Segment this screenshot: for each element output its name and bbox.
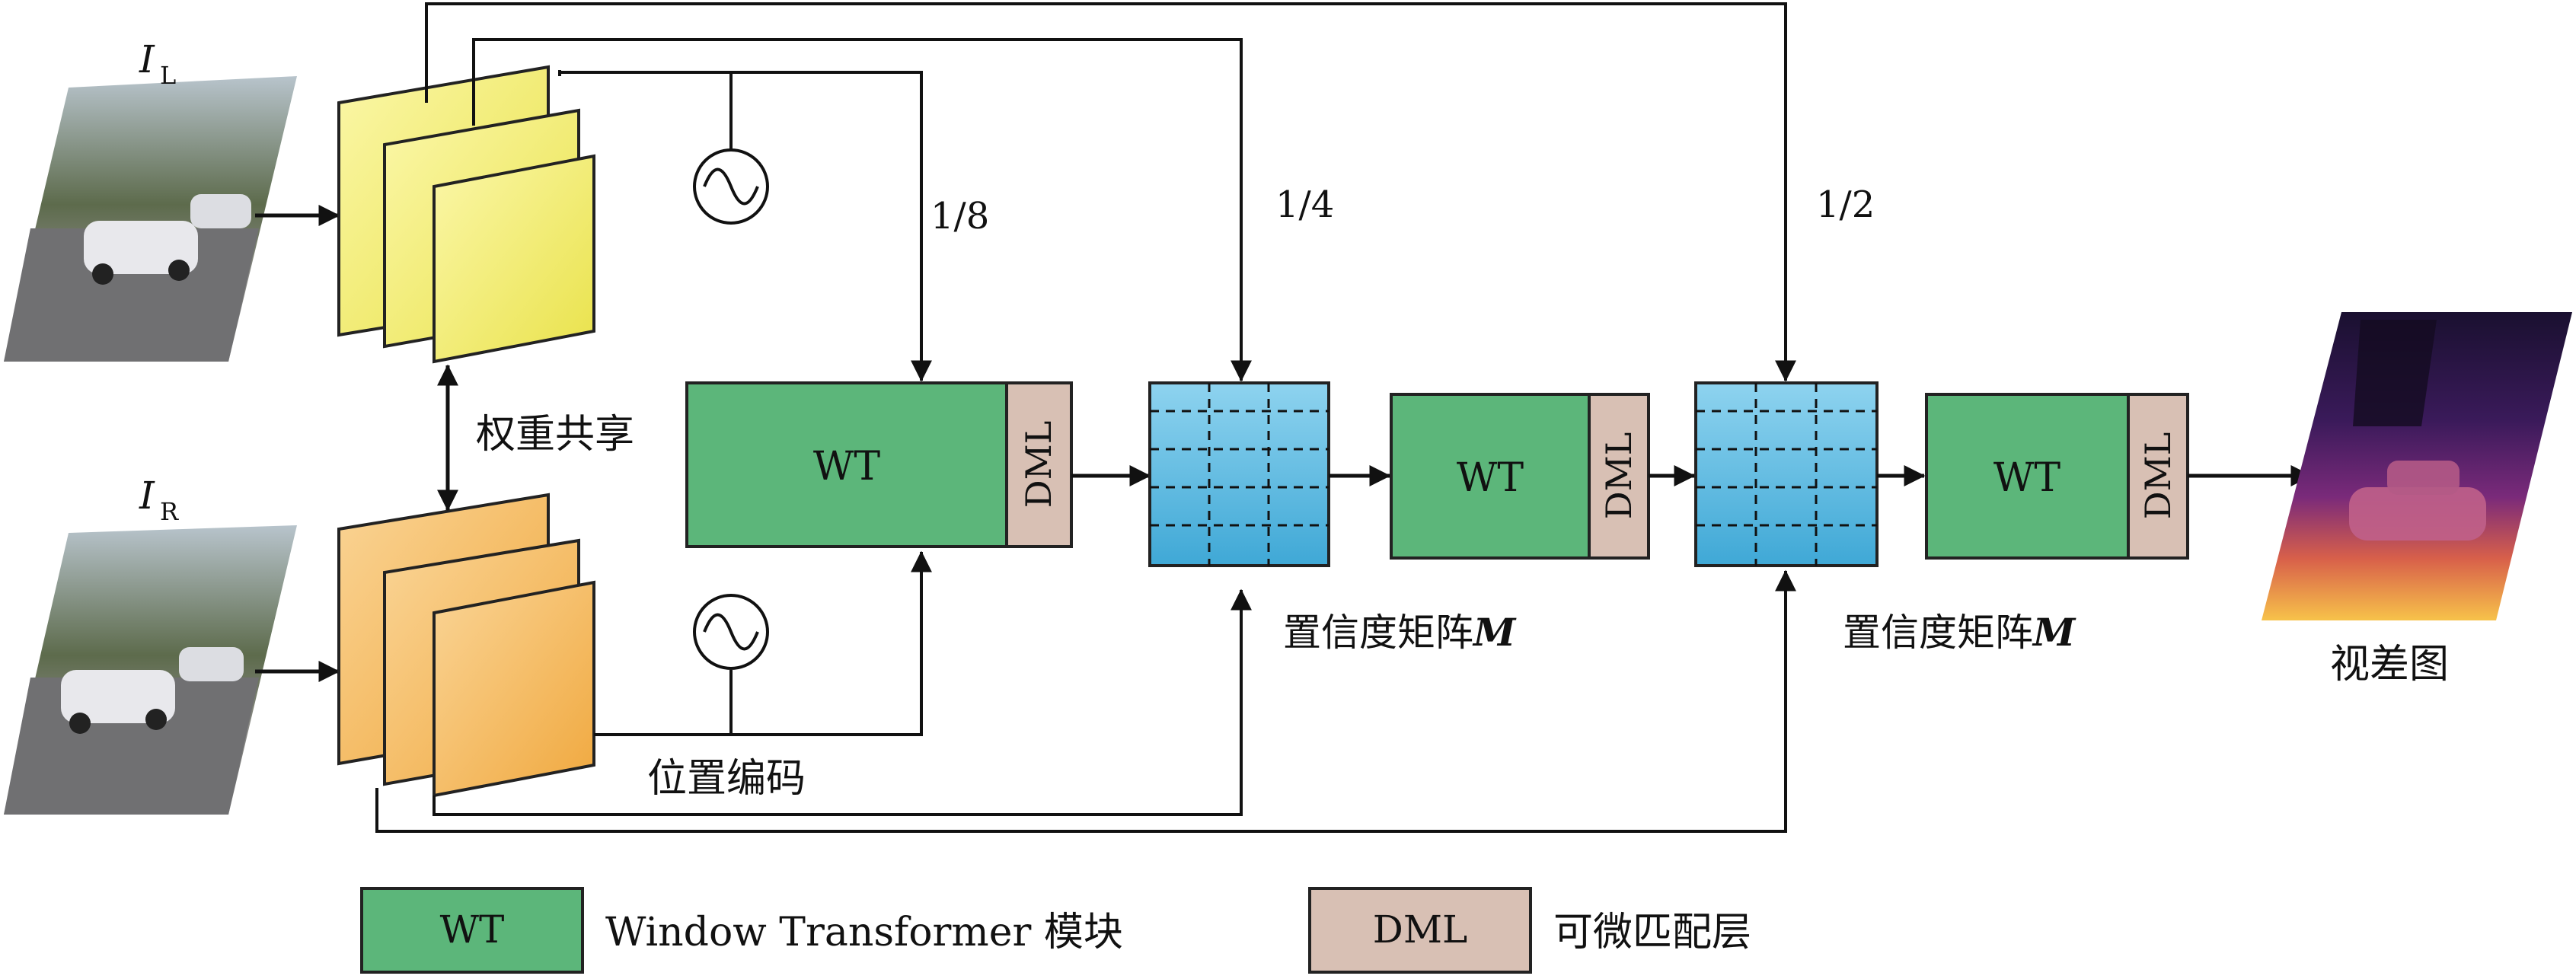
legend-wt-box bbox=[360, 887, 584, 974]
legend-dml-box-label: DML bbox=[1373, 907, 1468, 952]
dml-block-3 bbox=[2127, 393, 2189, 560]
left-feature-stack bbox=[337, 65, 595, 364]
legend-wt-text: Window Transformer 模块 bbox=[605, 910, 1123, 955]
scale-label-1-4: 1/4 bbox=[1275, 183, 1334, 226]
bottom-line-1-4 bbox=[433, 588, 1252, 816]
right-feature-stack bbox=[337, 493, 595, 798]
scale-label-1-2: 1/2 bbox=[1816, 183, 1875, 226]
confidence-grid-1 bbox=[1148, 381, 1330, 567]
wt-block-2 bbox=[1390, 393, 1591, 560]
right-input-label: I bbox=[139, 474, 155, 518]
skip-line-1-4 bbox=[472, 38, 1252, 382]
scale-label-1-8: 1/8 bbox=[930, 195, 989, 238]
confidence-label-2: 置信度矩阵M bbox=[1843, 610, 2076, 655]
weight-sharing-label: 权重共享 bbox=[476, 412, 634, 458]
legend-dml-text: 可微匹配层 bbox=[1553, 910, 1751, 955]
dml-label-3: DML bbox=[2137, 432, 2179, 520]
bottom-line-1-8 bbox=[594, 550, 932, 736]
bottom-line-1-2 bbox=[375, 569, 1796, 833]
wt-label-2: WT bbox=[1457, 455, 1524, 501]
confidence-label-1: 置信度矩阵M bbox=[1283, 610, 1517, 655]
legend-wt-box-label: WT bbox=[440, 907, 505, 952]
disparity-label: 视差图 bbox=[2330, 642, 2449, 687]
wt-label-3: WT bbox=[1993, 455, 2060, 501]
left-input-label: I bbox=[139, 37, 155, 81]
dml-label-2: DML bbox=[1598, 432, 1639, 520]
dml-label-1: DML bbox=[1018, 421, 1059, 509]
wt-label-1: WT bbox=[813, 444, 880, 490]
disparity-map bbox=[2262, 312, 2572, 620]
wt-block-1 bbox=[685, 381, 1008, 548]
sine-icon-bottom bbox=[693, 594, 769, 670]
wt-block-3 bbox=[1925, 393, 2130, 560]
legend-dml-box bbox=[1308, 887, 1532, 974]
position-encoding-label: 位置编码 bbox=[647, 756, 806, 802]
left-image bbox=[4, 76, 297, 362]
skip-line-1-8 bbox=[558, 70, 932, 382]
skip-line-1-2 bbox=[425, 2, 1796, 382]
left-input-subscript: L bbox=[160, 61, 176, 90]
right-image bbox=[4, 525, 297, 815]
legend: WT Window Transformer 模块 DML 可微匹配层 bbox=[360, 887, 1751, 974]
sine-icon-top bbox=[693, 148, 769, 225]
dml-block-2 bbox=[1588, 393, 1650, 560]
confidence-grid-2 bbox=[1694, 381, 1879, 567]
right-input-subscript: R bbox=[160, 497, 179, 526]
dml-block-1 bbox=[1005, 381, 1073, 548]
